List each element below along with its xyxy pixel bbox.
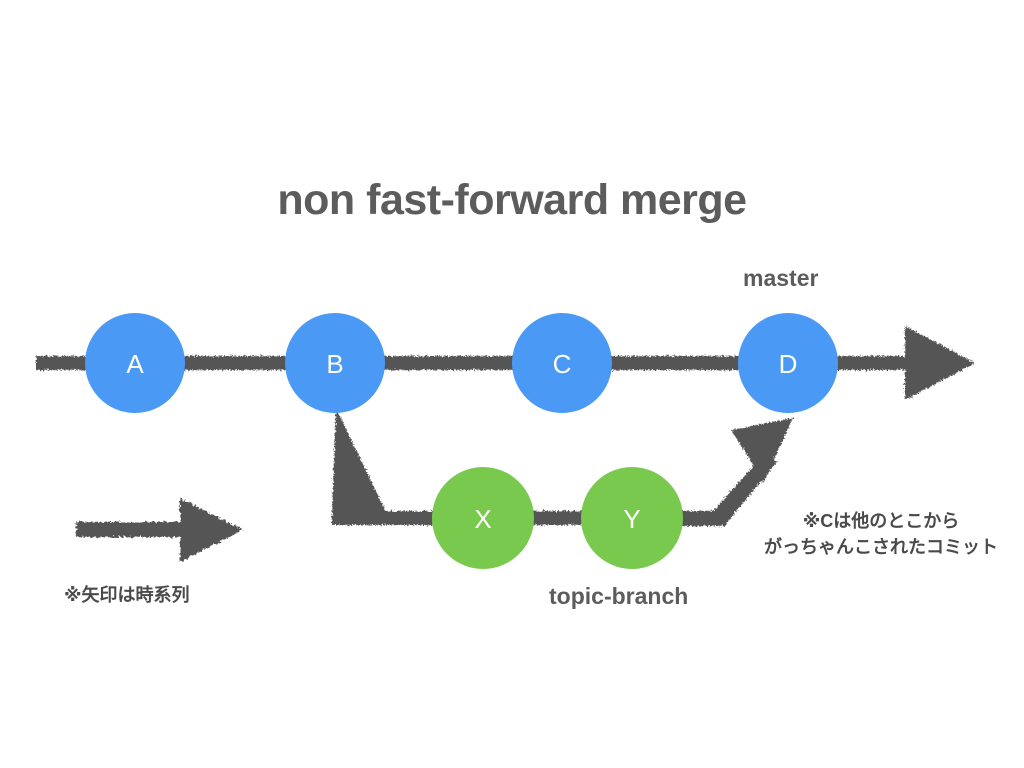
commit-label-a: A [126, 349, 144, 379]
commit-label-b: B [326, 349, 343, 379]
commit-label-x: X [474, 504, 491, 534]
commit-node-d[interactable]: D [738, 313, 838, 413]
commit-label-d: D [779, 349, 798, 379]
commit-label-y: Y [623, 504, 640, 534]
note-commit-c-line2: がっちゃんこされたコミット [764, 537, 998, 558]
commit-node-a[interactable]: A [85, 313, 185, 413]
branch-label-master: master [743, 265, 819, 291]
note-commit-c-line1: ※Cは他のとこから [802, 511, 960, 531]
commit-label-c: C [553, 349, 572, 379]
page-title: non fast-forward merge [277, 176, 747, 224]
commit-node-y[interactable]: Y [581, 467, 683, 569]
commit-node-x[interactable]: X [432, 467, 534, 569]
time-direction-arrow [76, 498, 243, 562]
note-timeline-arrow: ※矢印は時系列 [64, 585, 190, 605]
commit-node-b[interactable]: B [285, 313, 385, 413]
master-timeline-arrow [36, 326, 975, 400]
note-commit-c: ※Cは他のとこから がっちゃんこされたコミット [756, 508, 1006, 560]
branch-label-topic-branch: topic-branch [549, 583, 689, 609]
commit-node-c[interactable]: C [512, 313, 612, 413]
